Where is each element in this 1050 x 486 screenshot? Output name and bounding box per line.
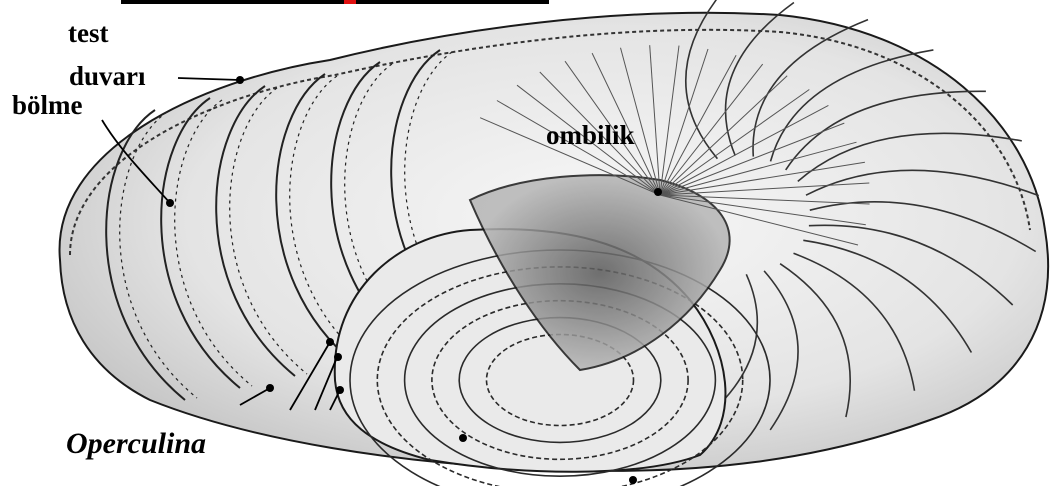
label-septum: bölme: [12, 92, 83, 119]
label-umbilicus: ombilik: [546, 122, 635, 149]
label-test: test: [68, 20, 108, 47]
label-test-wall: duvarı: [69, 63, 146, 90]
label-species: Operculina: [66, 429, 206, 459]
